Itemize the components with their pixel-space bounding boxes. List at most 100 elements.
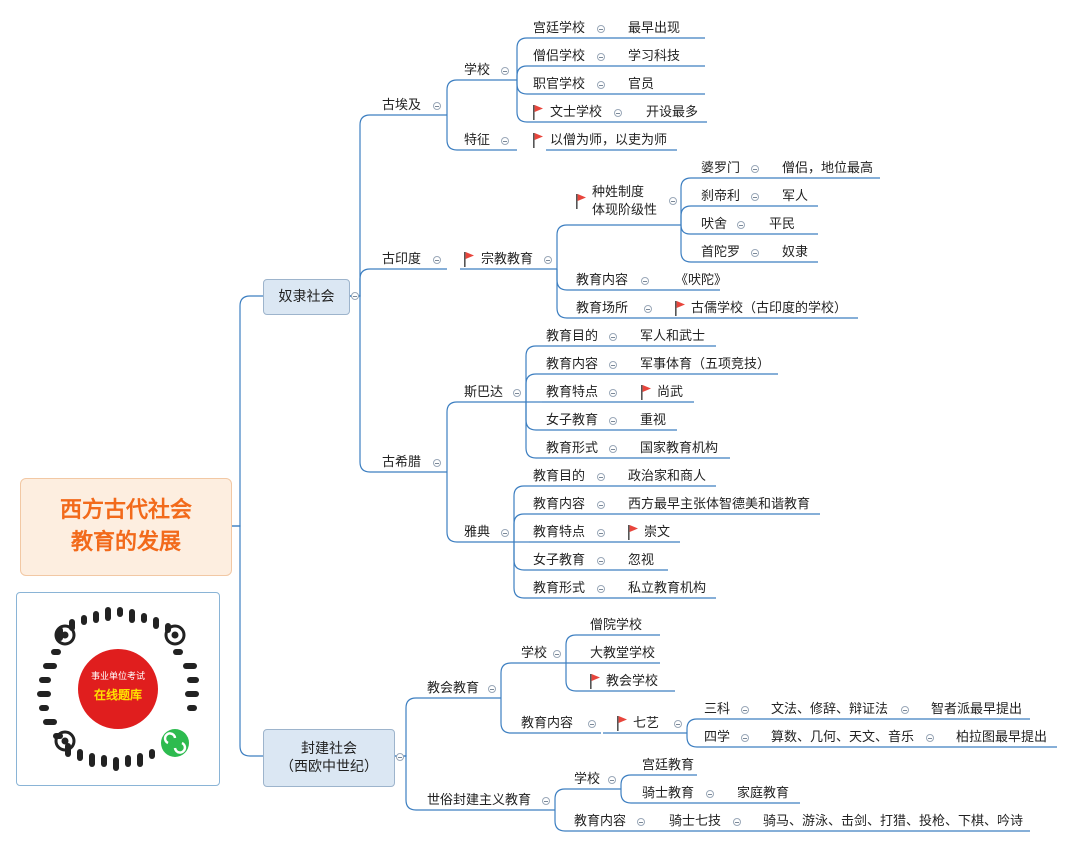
node-secular-education[interactable]: 世俗封建主义教育: [427, 793, 532, 808]
node-sparta-1-value[interactable]: 军事体育（五项竞技）: [640, 357, 771, 372]
collapse-toggle-icon[interactable]: [644, 305, 652, 313]
node-church-school[interactable]: 学校: [521, 646, 548, 661]
node-egypt-feature-value[interactable]: 以僧为师，以吏为师: [550, 133, 668, 148]
node-caste-3[interactable]: 首陀罗: [701, 245, 741, 260]
node-egypt-school-2[interactable]: 职官学校: [533, 77, 586, 92]
collapse-toggle-icon[interactable]: [433, 256, 441, 264]
collapse-toggle-icon[interactable]: [501, 137, 509, 145]
collapse-toggle-icon[interactable]: [433, 102, 441, 110]
collapse-toggle-icon[interactable]: [609, 389, 617, 397]
collapse-toggle-icon[interactable]: [751, 193, 759, 201]
collapse-toggle-icon[interactable]: [608, 776, 616, 784]
collapse-toggle-icon[interactable]: [733, 818, 741, 826]
collapse-toggle-icon[interactable]: [597, 473, 605, 481]
node-knight-skills-list[interactable]: 骑马、游泳、击剑、打猎、投枪、下棋、吟诗: [763, 814, 1024, 829]
collapse-toggle-icon[interactable]: [597, 557, 605, 565]
collapse-toggle-icon[interactable]: [553, 650, 561, 658]
node-secular-content[interactable]: 教育内容: [574, 814, 627, 829]
node-athens[interactable]: 雅典: [464, 525, 491, 540]
node-caste-line2[interactable]: 体现阶级性: [592, 203, 658, 218]
collapse-toggle-icon[interactable]: [597, 585, 605, 593]
node-sparta-3-value[interactable]: 重视: [640, 413, 667, 428]
node-caste-0[interactable]: 婆罗门: [701, 161, 741, 176]
node-egypt-school-0[interactable]: 宫廷学校: [533, 21, 586, 36]
collapse-toggle-icon[interactable]: [737, 221, 745, 229]
node-sparta-4-value[interactable]: 国家教育机构: [640, 441, 719, 456]
node-home-education[interactable]: 家庭教育: [737, 786, 790, 801]
collapse-toggle-icon[interactable]: [597, 25, 605, 33]
node-church-school-0[interactable]: 僧院学校: [590, 618, 643, 633]
node-caste-1-value[interactable]: 军人: [782, 189, 809, 204]
node-sparta-2-value[interactable]: 尚武: [657, 385, 684, 400]
node-sparta[interactable]: 斯巴达: [464, 385, 504, 400]
node-egypt-school[interactable]: 学校: [464, 63, 491, 78]
collapse-toggle-icon[interactable]: [597, 81, 605, 89]
node-caste-line1[interactable]: 种姓制度: [592, 185, 645, 200]
collapse-toggle-icon[interactable]: [741, 706, 749, 714]
node-court-education[interactable]: 宫廷教育: [642, 758, 695, 773]
collapse-toggle-icon[interactable]: [597, 501, 605, 509]
node-india-place-value[interactable]: 古儒学校（古印度的学校）: [691, 301, 848, 316]
node-athens-0[interactable]: 教育目的: [533, 469, 586, 484]
collapse-toggle-icon[interactable]: [501, 67, 509, 75]
node-caste-1[interactable]: 刹帝利: [701, 189, 741, 204]
node-caste-0-value[interactable]: 僧侣，地位最高: [782, 161, 874, 176]
node-sparta-0-value[interactable]: 军人和武士: [640, 329, 706, 344]
collapse-toggle-icon[interactable]: [637, 818, 645, 826]
collapse-toggle-icon[interactable]: [597, 529, 605, 537]
node-athens-3[interactable]: 女子教育: [533, 553, 586, 568]
node-egypt-school-3[interactable]: 文士学校: [550, 105, 603, 120]
node-sparta-1[interactable]: 教育内容: [546, 357, 599, 372]
collapse-toggle-icon[interactable]: [609, 333, 617, 341]
collapse-toggle-icon[interactable]: [609, 361, 617, 369]
node-church-school-1[interactable]: 大教堂学校: [590, 646, 656, 661]
collapse-toggle-icon[interactable]: [901, 706, 909, 714]
collapse-toggle-icon[interactable]: [488, 685, 496, 693]
node-athens-4[interactable]: 教育形式: [533, 581, 586, 596]
collapse-toggle-icon[interactable]: [513, 389, 521, 397]
collapse-toggle-icon[interactable]: [751, 165, 759, 173]
node-athens-1-value[interactable]: 西方最早主张体智德美和谐教育: [628, 497, 811, 512]
node-athens-1[interactable]: 教育内容: [533, 497, 586, 512]
node-egypt[interactable]: 古埃及: [382, 98, 422, 113]
collapse-toggle-icon[interactable]: [674, 720, 682, 728]
node-india-place[interactable]: 教育场所: [576, 301, 629, 316]
node-egypt-feature[interactable]: 特征: [464, 133, 491, 148]
node-egypt-school-2-value[interactable]: 官员: [628, 77, 655, 92]
collapse-toggle-icon[interactable]: [542, 797, 550, 805]
node-secular-school[interactable]: 学校: [574, 772, 601, 787]
node-india-content-value[interactable]: 《吠陀》: [675, 273, 728, 288]
collapse-toggle-icon[interactable]: [751, 249, 759, 257]
node-quadrivium-note[interactable]: 柏拉图最早提出: [956, 730, 1048, 745]
node-church-school-2[interactable]: 教会学校: [606, 674, 659, 689]
node-trivium[interactable]: 三科: [704, 702, 731, 717]
collapse-toggle-icon[interactable]: [669, 197, 677, 205]
node-quadrivium-value[interactable]: 算数、几何、天文、音乐: [771, 730, 915, 745]
node-knight-skills[interactable]: 骑士七技: [669, 814, 722, 829]
node-church-content[interactable]: 教育内容: [521, 716, 574, 731]
collapse-toggle-icon[interactable]: [544, 256, 552, 264]
collapse-toggle-icon[interactable]: [641, 277, 649, 285]
node-seven-arts[interactable]: 七艺: [633, 716, 660, 731]
node-egypt-school-1-value[interactable]: 学习科技: [628, 49, 681, 64]
collapse-toggle-icon[interactable]: [614, 109, 622, 117]
collapse-toggle-icon[interactable]: [741, 734, 749, 742]
node-india-content[interactable]: 教育内容: [576, 273, 629, 288]
node-trivium-note[interactable]: 智者派最早提出: [931, 702, 1023, 717]
node-caste-3-value[interactable]: 奴隶: [782, 245, 809, 260]
collapse-toggle-icon[interactable]: [609, 445, 617, 453]
collapse-toggle-icon[interactable]: [433, 459, 441, 467]
node-slave-society[interactable]: 奴隶社会: [263, 279, 350, 315]
node-india-religion[interactable]: 宗教教育: [481, 252, 534, 267]
node-quadrivium[interactable]: 四学: [704, 730, 731, 745]
collapse-toggle-icon[interactable]: [926, 734, 934, 742]
node-sparta-3[interactable]: 女子教育: [546, 413, 599, 428]
root-topic[interactable]: 西方古代社会 教育的发展: [20, 478, 232, 576]
node-athens-4-value[interactable]: 私立教育机构: [628, 581, 707, 596]
node-sparta-0[interactable]: 教育目的: [546, 329, 599, 344]
node-egypt-school-0-value[interactable]: 最早出现: [628, 21, 681, 36]
node-egypt-school-3-value[interactable]: 开设最多: [646, 105, 699, 120]
collapse-toggle-icon[interactable]: [597, 53, 605, 61]
node-feudal-society[interactable]: 封建社会 （西欧中世纪）: [263, 729, 395, 787]
collapse-toggle-icon[interactable]: [706, 790, 714, 798]
